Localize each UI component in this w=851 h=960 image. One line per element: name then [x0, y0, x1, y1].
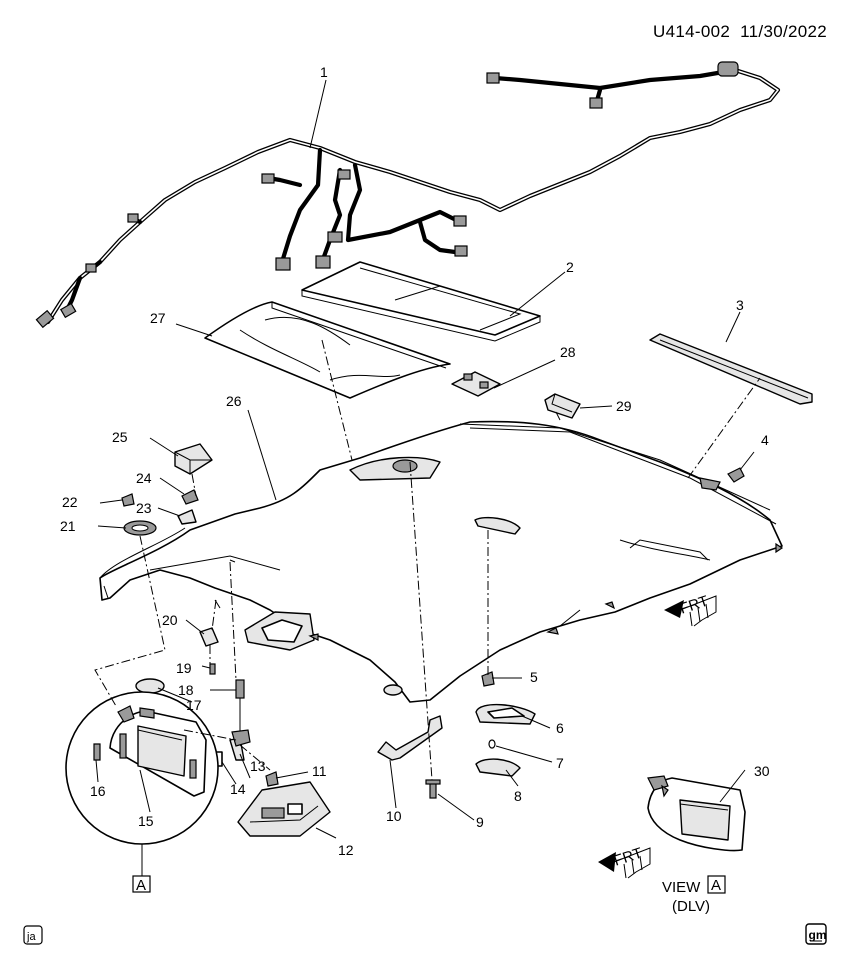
clip-11 [265, 771, 279, 787]
detail-a-letter: A [136, 877, 146, 894]
corner-mark-left-text: ja [26, 931, 36, 943]
callout-numbers: 1 2 3 4 5 6 7 8 9 10 11 12 13 14 15 16 1… [60, 64, 770, 858]
screw-19 [209, 663, 216, 675]
corner-mark-left: ja [23, 925, 43, 945]
electronic-module [544, 393, 581, 419]
view-letter: A [711, 877, 721, 894]
headlining-trim-panel [99, 420, 784, 703]
escutcheon-21 [123, 520, 157, 536]
callout-24: 24 [136, 470, 152, 486]
drawing-code: U414-002 [653, 22, 731, 41]
view-letter-box [707, 875, 726, 894]
callout-8: 8 [514, 788, 522, 804]
rear-header-trim [649, 333, 813, 405]
callout-26: 26 [226, 393, 242, 409]
callout-13: 13 [250, 758, 266, 774]
wiring-harness [35, 61, 781, 329]
reference-lines [94, 339, 761, 781]
gm-logo-text: gm [809, 928, 827, 942]
cover-8 [475, 758, 521, 777]
callout-6: 6 [556, 720, 564, 736]
callout-23: 23 [136, 500, 152, 516]
callout-25: 25 [112, 429, 128, 445]
strap-18 [231, 679, 251, 747]
sunvisor-30 [647, 775, 746, 852]
callout-29: 29 [616, 398, 632, 414]
callout-1: 1 [320, 64, 328, 80]
callout-10: 10 [386, 808, 402, 824]
callout-7: 7 [556, 755, 564, 771]
callout-21: 21 [60, 518, 76, 534]
view-a-label: VIEW A (DLV) [662, 875, 726, 915]
callout-18: 18 [178, 682, 194, 698]
assist-grip-10 [377, 715, 443, 761]
callout-4: 4 [761, 432, 769, 448]
handle-base-6 [475, 703, 536, 725]
callout-17: 17 [186, 697, 202, 713]
cover-17 [135, 678, 165, 694]
callout-28: 28 [560, 344, 576, 360]
callout-14: 14 [230, 781, 246, 797]
leader-lines [95, 79, 755, 839]
drawing-date: 11/30/2022 [740, 22, 827, 41]
retainer-22 [121, 493, 135, 507]
overhead-console-12 [237, 781, 331, 837]
callout-3: 3 [736, 297, 744, 313]
drawing-header: U414-002 11/30/2022 [653, 22, 827, 42]
frt-label-2: FRT [612, 845, 645, 870]
spacer-7 [488, 739, 496, 749]
gm-logo-icon: gm [805, 923, 827, 945]
clip-23 [177, 509, 197, 525]
callout-27: 27 [150, 310, 166, 326]
callout-22: 22 [62, 494, 78, 510]
callout-12: 12 [338, 842, 354, 858]
console-bracket [451, 371, 501, 397]
callout-20: 20 [162, 612, 178, 628]
headliner-insulator-panel [301, 261, 541, 342]
headliner-absorber-pad [204, 301, 451, 399]
callout-15: 15 [138, 813, 154, 829]
front-direction-arrow-2 [598, 847, 651, 879]
frt-label-1: FRT [678, 593, 711, 618]
fastener-4 [727, 467, 745, 483]
callout-5: 5 [530, 669, 538, 685]
callout-16: 16 [90, 783, 106, 799]
screw-9 [425, 779, 441, 799]
callout-9: 9 [476, 814, 484, 830]
callout-2: 2 [566, 259, 574, 275]
view-word: VIEW [662, 879, 701, 896]
clip-24 [181, 489, 199, 505]
callout-19: 19 [176, 660, 192, 676]
callout-11: 11 [312, 763, 327, 779]
clip-5 [481, 671, 495, 687]
bracket-25 [174, 443, 213, 475]
view-variant: (DLV) [672, 898, 710, 915]
holder-20 [199, 627, 219, 647]
front-direction-arrow-1 [664, 595, 717, 627]
callout-30: 30 [754, 763, 770, 779]
detail-circle-a [65, 691, 219, 845]
